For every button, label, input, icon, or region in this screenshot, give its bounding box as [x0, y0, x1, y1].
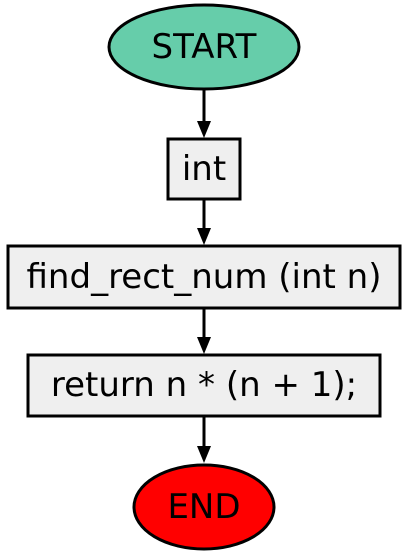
end-shape: [132, 463, 276, 551]
connector-start-to-int: [197, 89, 211, 138]
connector-return-to-end: [197, 416, 211, 463]
type-decl-shape: [166, 137, 242, 201]
connector-func-to-return: [197, 308, 211, 354]
type-decl-node: int: [166, 137, 242, 201]
arrowhead-icon: [197, 121, 211, 138]
return-stmt-node: return n * (n + 1);: [26, 353, 382, 418]
func-sig-node: find_rect_num (int n): [6, 244, 402, 310]
type-decl-label: int: [182, 149, 226, 189]
arrowhead-icon: [197, 446, 211, 463]
start-label: START: [152, 27, 257, 67]
return-stmt-shape: [26, 353, 382, 418]
return-stmt-label: return n * (n + 1);: [51, 365, 357, 405]
start-node: START: [107, 3, 301, 91]
arrowhead-icon: [197, 228, 211, 245]
end-label: END: [167, 487, 240, 527]
connector-int-to-func: [197, 199, 211, 245]
end-node: END: [132, 463, 276, 551]
arrowhead-icon: [197, 337, 211, 354]
func-sig-label: find_rect_num (int n): [27, 257, 382, 297]
